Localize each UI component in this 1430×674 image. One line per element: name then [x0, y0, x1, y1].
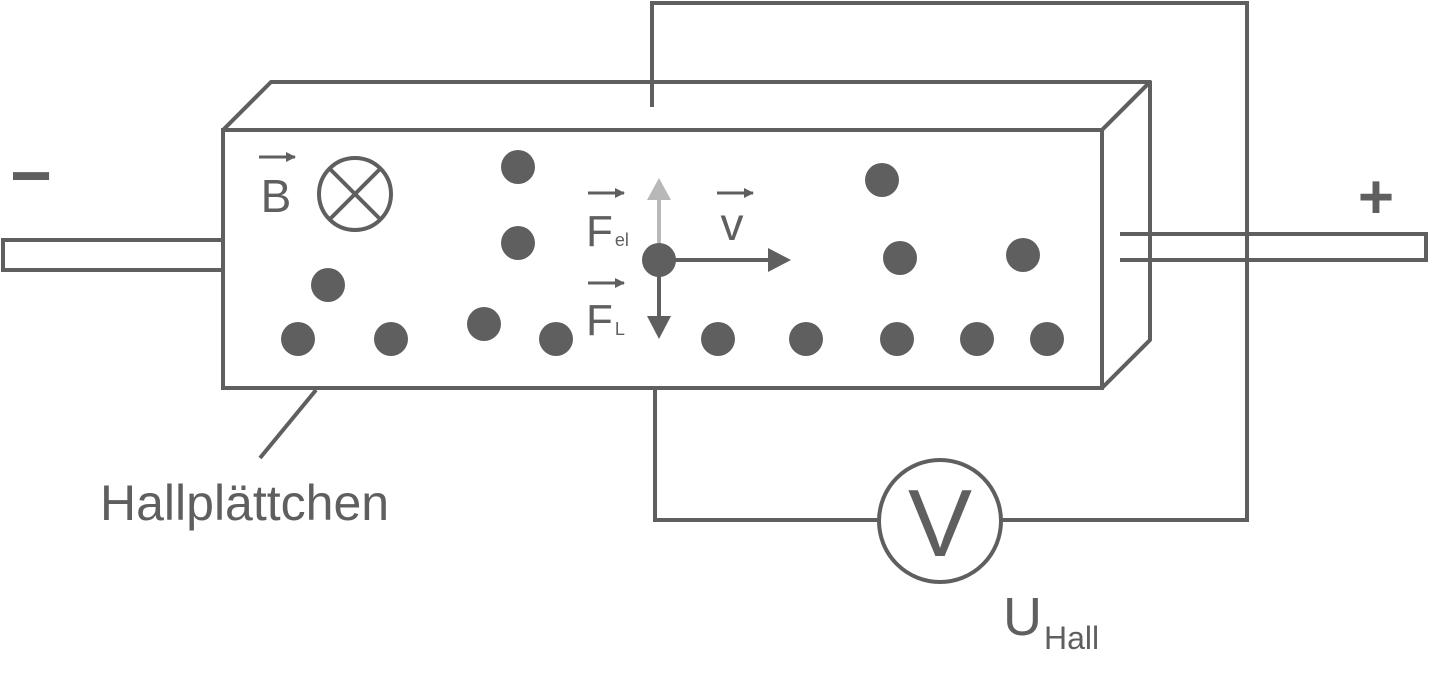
velocity-label: v — [721, 198, 744, 250]
hall-plate-leader-line — [258, 388, 318, 460]
electron — [539, 322, 573, 356]
bottom-wire — [653, 389, 880, 522]
electron — [1006, 238, 1040, 272]
electron — [880, 322, 914, 356]
positive-sign: + — [1358, 163, 1394, 232]
electron — [467, 307, 501, 341]
moving-electron — [642, 243, 676, 277]
positive-electrode — [1118, 232, 1428, 262]
hall-plate-label: Hallplättchen — [100, 475, 389, 531]
voltmeter: V — [877, 458, 1003, 584]
electron — [281, 322, 315, 356]
cross-circle-icon — [317, 156, 393, 232]
electron — [374, 322, 408, 356]
electron — [960, 322, 994, 356]
electron — [883, 241, 917, 275]
electron — [701, 322, 735, 356]
electron — [789, 322, 823, 356]
hall-voltage-label: UHall — [1003, 587, 1099, 656]
magnetic-field-label: B — [261, 170, 292, 222]
electron — [501, 226, 535, 260]
electron — [1030, 322, 1064, 356]
electrons — [281, 150, 1064, 356]
velocity-arrow — [659, 248, 791, 272]
electron — [865, 163, 899, 197]
electron — [311, 268, 345, 302]
hall-plate-top-face — [221, 80, 1152, 132]
negative-sign: − — [10, 136, 52, 216]
negative-electrode — [1, 238, 225, 272]
electron — [501, 150, 535, 184]
voltmeter-label: V — [908, 470, 972, 577]
